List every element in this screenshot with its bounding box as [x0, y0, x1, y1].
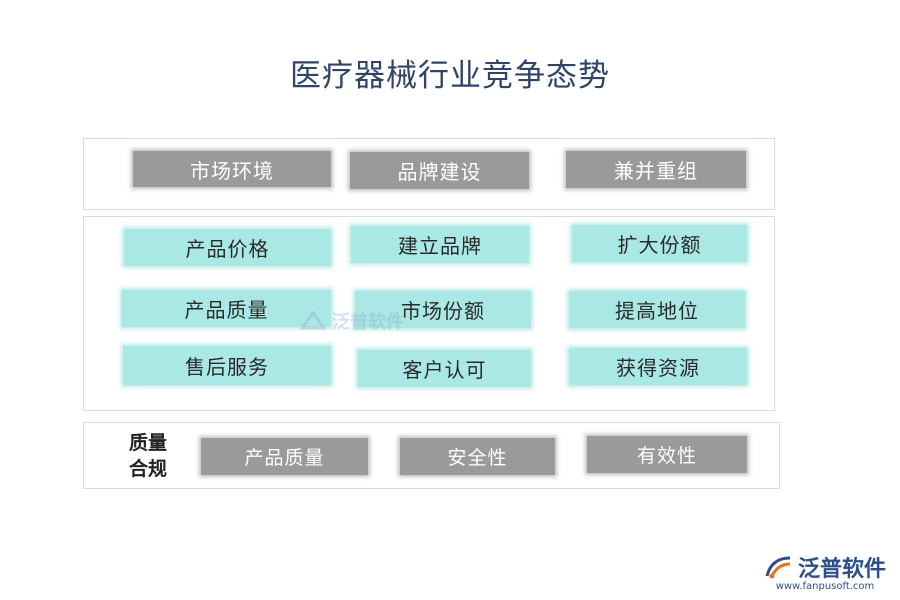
box-quality-product: 产品质量	[201, 438, 368, 475]
box-expand-share: 扩大份额	[572, 225, 747, 262]
brand-url[interactable]: www.fanpusoft.com	[775, 581, 875, 592]
brand-name: 泛普软件	[797, 557, 886, 582]
watermark-logo-icon	[300, 310, 326, 330]
label-line-1: 质量	[128, 432, 167, 454]
watermark: 泛普软件	[300, 308, 404, 334]
box-product-quality: 产品质量	[122, 290, 331, 327]
box-efficacy: 有效性	[587, 436, 747, 473]
box-after-sales: 售后服务	[123, 346, 331, 385]
quality-compliance-label: 质量 合规	[120, 430, 176, 482]
box-market-environment: 市场环境	[133, 151, 331, 187]
box-product-price: 产品价格	[124, 229, 331, 266]
box-merger: 兼并重组	[566, 151, 746, 188]
box-raise-position: 提高地位	[569, 291, 745, 328]
box-safety: 安全性	[400, 438, 555, 475]
brand-logo-icon	[765, 556, 791, 579]
watermark-text: 泛普软件	[332, 312, 404, 333]
box-brand-building: 品牌建设	[350, 152, 529, 189]
box-establish-brand: 建立品牌	[351, 226, 529, 263]
box-get-resources: 获得资源	[569, 348, 747, 385]
box-customer-recognition: 客户认可	[358, 350, 531, 387]
label-line-2: 合规	[128, 458, 167, 480]
brand-logo: 泛普软件 www.fanpusoft.com	[764, 551, 886, 592]
box-market-share: 市场份额	[355, 291, 531, 328]
diagram-title: 医疗器械行业竞争态势	[290, 58, 610, 94]
